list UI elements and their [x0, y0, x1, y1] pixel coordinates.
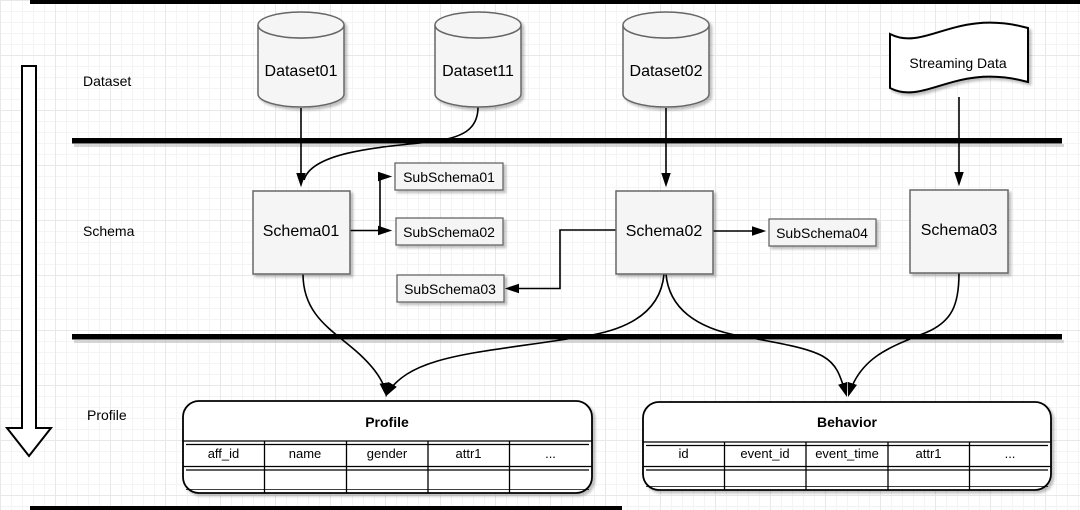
profile-col-gender: gender [366, 446, 408, 461]
streaming-data-shape [889, 21, 1029, 94]
edge-schema03-behavior [847, 272, 960, 398]
schema03-node [909, 189, 1009, 274]
behavior-col-attr1: attr1 [915, 446, 942, 461]
profile-col-name: name [288, 446, 322, 461]
connectors [296, 97, 964, 398]
dataset01-cylinder [257, 11, 345, 108]
profile-col-attr1: attr1 [455, 446, 482, 461]
subschema03-node [396, 274, 505, 303]
edge-schema02-behavior [665, 273, 848, 398]
subschema01-node [394, 162, 504, 191]
pool-top-border [30, 0, 1080, 4]
dataset02-label: Dataset02 [629, 63, 703, 80]
pool-bottom-border [30, 506, 622, 510]
schema02-node [615, 190, 714, 275]
profile-table-shape [182, 400, 593, 494]
edge-dataset11-schema01 [303, 106, 479, 181]
behavior-col-more: ... [1004, 446, 1016, 461]
behavior-col-event-id: event_id [740, 446, 790, 461]
subschema02-node [395, 217, 504, 246]
dataset11-cylinder [434, 11, 522, 108]
timeline-down-arrow [4, 65, 54, 458]
lane-divider-schema-profile [72, 334, 1064, 343]
schema03-label: Schema03 [920, 222, 998, 239]
edge-schema01-subschema01 [377, 171, 393, 231]
edge-schema02-profile [385, 273, 665, 397]
subschema03-label: SubSchema03 [404, 281, 496, 297]
lane-divider-dataset-schema [72, 138, 1064, 147]
dataset11-label: Dataset11 [442, 63, 514, 80]
behavior-col-id: id [678, 446, 689, 461]
profile-col-aff-id: aff_id [207, 446, 240, 461]
lane-label-dataset: Dataset [83, 73, 132, 89]
edge-schema02-subschema03 [504, 229, 616, 294]
schema01-node [252, 190, 351, 275]
behavior-table-shape [642, 401, 1052, 491]
lane-label-schema: Schema [83, 223, 135, 239]
schema01-label: Schema01 [262, 223, 340, 240]
profile-table-title: Profile [365, 414, 409, 430]
behavior-table-title: Behavior [817, 414, 877, 430]
lane-label-profile: Profile [87, 407, 127, 423]
edge-schema01-profile [302, 273, 390, 398]
dataset02-cylinder [622, 11, 710, 108]
subschema02-label: SubSchema02 [403, 224, 495, 240]
behavior-col-event-time: event_time [815, 446, 879, 461]
profile-col-more: ... [545, 446, 556, 461]
subschema04-label: SubSchema04 [776, 225, 868, 241]
subschema04-node [768, 218, 877, 247]
dataset01-label: Dataset01 [264, 63, 338, 80]
subschema01-label: SubSchema01 [403, 169, 495, 185]
streaming-data-label: Streaming Data [909, 55, 1007, 71]
schema02-label: Schema02 [625, 223, 703, 240]
